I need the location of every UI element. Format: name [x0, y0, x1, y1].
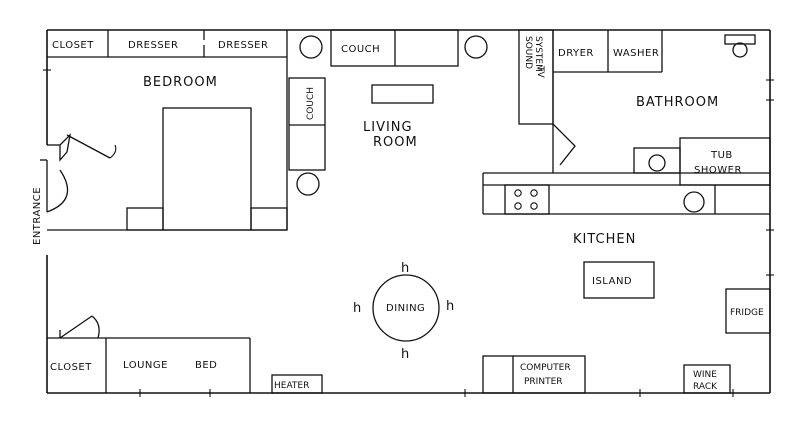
washer-label: WASHER: [613, 48, 659, 59]
sound-system: SOUND SYSTEM TV: [518, 29, 554, 125]
dining-label: DINING: [386, 303, 425, 314]
sound-label-line2: SYSTEM: [533, 36, 543, 72]
printer-label: PRINTER: [524, 377, 563, 387]
bed: [126, 107, 288, 231]
computer-label: COMPUTER: [520, 363, 571, 373]
chair-south: h: [401, 347, 410, 362]
tv-label: TV: [535, 65, 545, 78]
sink: [633, 147, 681, 174]
computer-printer-desk: COMPUTER PRINTER: [482, 355, 586, 394]
heater: HEATER: [271, 374, 323, 394]
heater-label: HEATER: [274, 381, 309, 391]
bedroom-door: [59, 133, 117, 162]
fridge: FRIDGE: [725, 288, 771, 334]
lounge-bed: LOUNGE BED: [106, 337, 251, 393]
couch-top: COUCH: [330, 29, 459, 67]
toilet: [724, 34, 756, 58]
dresser-2-label: DRESSER: [218, 40, 268, 51]
bathroom-walls: [483, 30, 770, 174]
wine-rack: WINE RACK: [683, 364, 731, 394]
coffee-table: [371, 84, 434, 104]
bed-label: BED: [195, 360, 217, 371]
couch-side-label: COUCH: [306, 87, 316, 120]
living-label-line2: ROOM: [373, 135, 418, 150]
couch-side: COUCH: [288, 77, 326, 171]
sound-label-line1: SOUND: [523, 36, 533, 69]
entrance-label: ENTRANCE: [32, 187, 43, 245]
tub-label-line2: SHOWER: [694, 165, 742, 176]
couch-top-label: COUCH: [341, 44, 380, 55]
island-label: ISLAND: [592, 276, 632, 287]
dining-table: DINING h h h h: [353, 261, 455, 362]
dresser-2: DRESSER: [218, 40, 268, 51]
tub-shower: TUB SHOWER: [679, 137, 771, 186]
dresser-1-label: DRESSER: [128, 40, 178, 51]
lounge-label: LOUNGE: [123, 360, 168, 371]
end-table-bottom: [296, 172, 320, 196]
wine-label: WINE: [693, 370, 717, 380]
closet-top-label: CLOSET: [52, 40, 94, 51]
dresser-1: DRESSER: [128, 30, 205, 57]
tub-label-line1: TUB: [710, 150, 733, 161]
chair-west: h: [353, 301, 362, 316]
stove: [514, 189, 538, 210]
living-label-line1: LIVING: [363, 120, 413, 135]
bathroom-label: BATHROOM: [636, 95, 719, 110]
island: ISLAND: [583, 261, 655, 299]
chair-east: h: [446, 299, 455, 314]
fridge-label: FRIDGE: [730, 308, 764, 318]
bedroom-label: BEDROOM: [143, 75, 218, 90]
closet-top: CLOSET: [52, 30, 109, 57]
closet-bottom-label: CLOSET: [50, 362, 92, 373]
entrance-door: ENTRANCE: [32, 159, 69, 245]
closet-bottom: CLOSET: [47, 315, 107, 393]
rack-label: RACK: [693, 382, 718, 392]
end-table-right: [464, 35, 488, 59]
kitchen-counter: [482, 173, 770, 215]
dryer-label: DRYER: [558, 48, 594, 59]
end-table-left: [299, 35, 323, 59]
kitchen-label: KITCHEN: [573, 232, 636, 247]
chair-north: h: [401, 261, 410, 276]
kitchen-sink: [683, 191, 705, 213]
